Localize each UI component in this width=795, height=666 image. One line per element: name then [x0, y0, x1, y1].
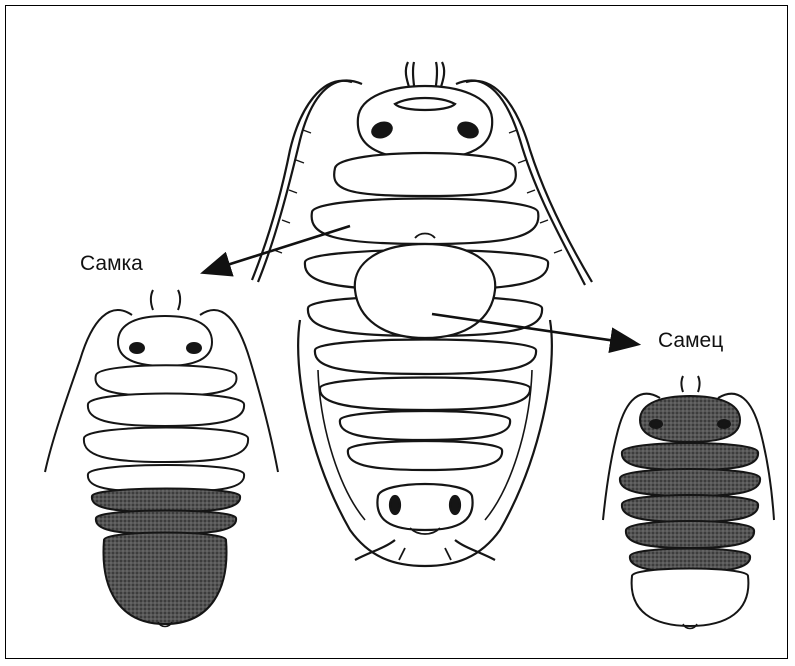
male-isopod: [603, 376, 774, 629]
male-label: Самец: [658, 329, 723, 353]
central-isopod: [252, 62, 592, 566]
female-isopod: [45, 290, 278, 627]
female-label: Самка: [80, 252, 143, 276]
